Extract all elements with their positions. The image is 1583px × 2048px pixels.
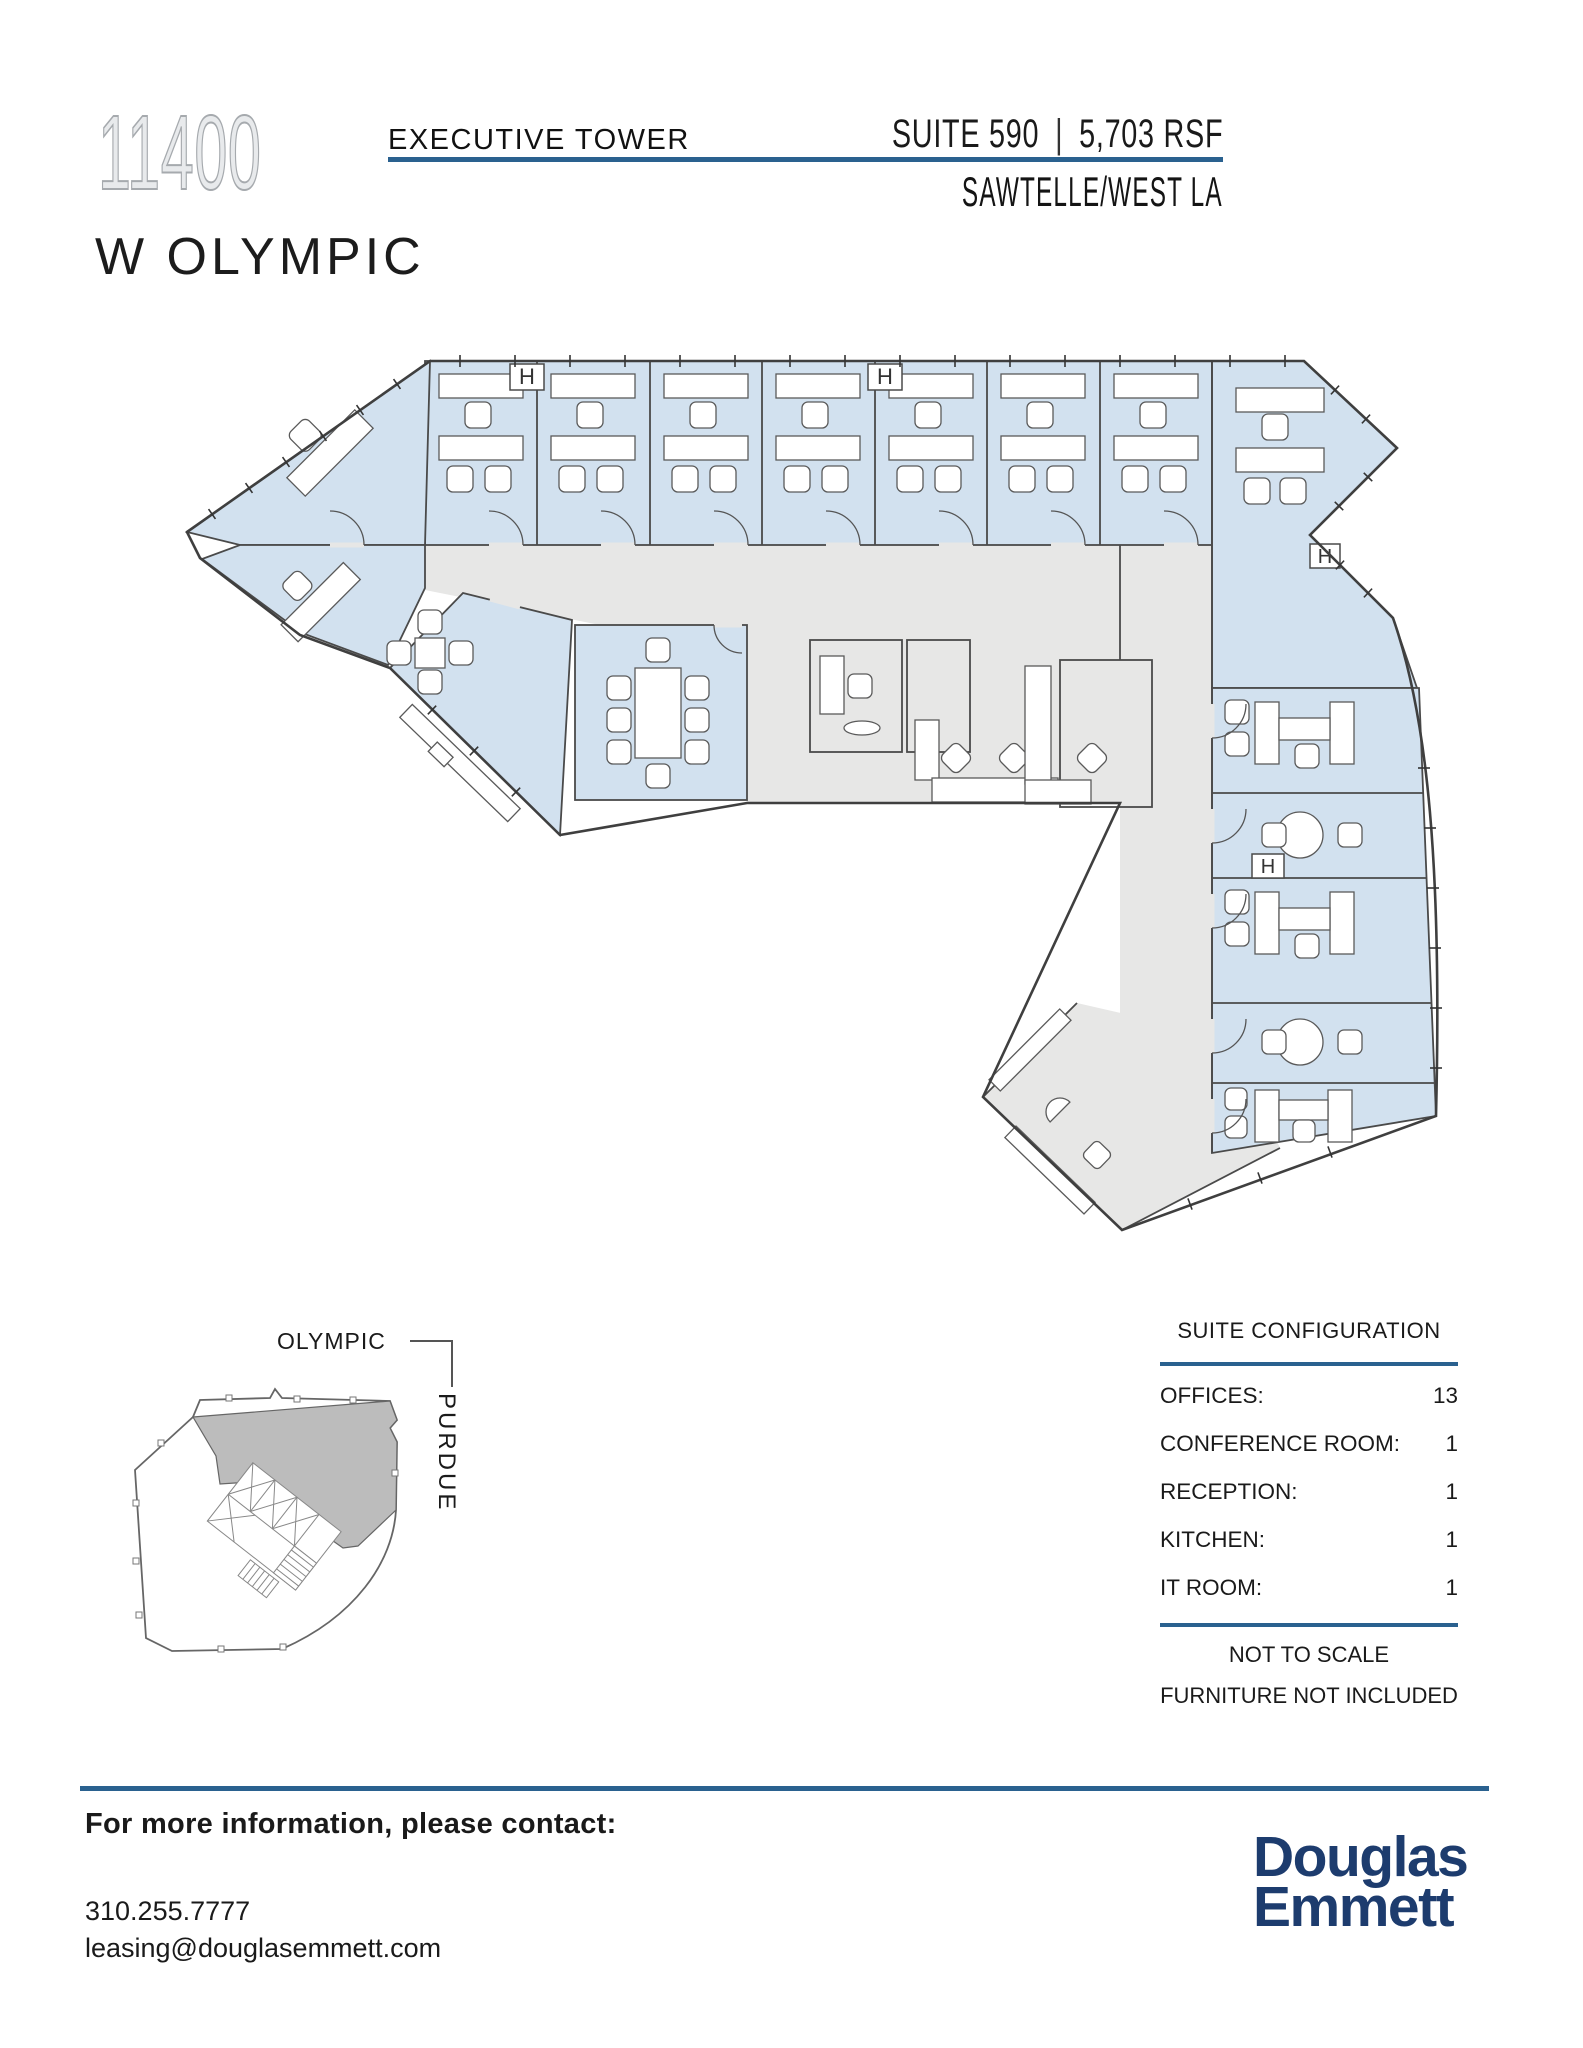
floor-plan: H H H H xyxy=(184,355,1442,1232)
key-plan-core xyxy=(206,1462,342,1591)
config-label: RECEPTION: xyxy=(1160,1479,1298,1504)
building-number: 11400 xyxy=(97,94,262,212)
suite-configuration-title: SUITE CONFIGURATION xyxy=(1177,1318,1441,1343)
config-row-offices: OFFICES: 13 xyxy=(1160,1383,1458,1408)
key-plan xyxy=(132,1387,399,1653)
key-plan-ticks xyxy=(132,1394,399,1653)
config-row-reception: RECEPTION: 1 xyxy=(1160,1479,1458,1504)
reception xyxy=(1059,659,1153,808)
area-label: 5,703 RSF xyxy=(1078,112,1223,156)
svg-text:H: H xyxy=(877,364,893,389)
contact-heading: For more information, please contact: xyxy=(85,1808,617,1840)
street-name: W OLYMPIC xyxy=(95,228,425,286)
config-value: 13 xyxy=(1432,1383,1458,1408)
building-name: EXECUTIVE TOWER xyxy=(388,124,690,156)
divider: | xyxy=(1054,112,1064,156)
logo-line-2: Emmett xyxy=(1253,1875,1455,1939)
config-row-conference: CONFERENCE ROOM: 1 xyxy=(1160,1431,1458,1456)
key-plan-suite-highlight xyxy=(191,1400,398,1549)
config-label: OFFICES: xyxy=(1160,1383,1264,1408)
it-room xyxy=(809,639,903,753)
config-value: 1 xyxy=(1445,1575,1458,1600)
logo-line-1: Douglas xyxy=(1253,1825,1469,1889)
key-plan-stair xyxy=(237,1559,280,1599)
config-rule-top xyxy=(1160,1362,1458,1366)
key-plan-leader-line xyxy=(410,1340,453,1387)
key-plan-street-olympic: OLYMPIC xyxy=(277,1328,386,1354)
svg-text:H: H xyxy=(1261,856,1275,878)
note-furniture: FURNITURE NOT INCLUDED xyxy=(1160,1683,1458,1708)
furniture xyxy=(280,373,1363,1215)
config-label: IT ROOM: xyxy=(1160,1575,1263,1600)
doors xyxy=(329,510,1247,1134)
window-ticks xyxy=(207,355,1442,1210)
contact-phone: 310.255.7777 xyxy=(85,1896,251,1926)
key-plan-street-purdue: PURDUE xyxy=(433,1393,460,1513)
config-label: KITCHEN: xyxy=(1160,1527,1266,1552)
config-rule-bottom xyxy=(1160,1623,1458,1627)
contact-email[interactable]: leasing@douglasemmett.com xyxy=(85,1933,442,1963)
suite-and-area: SUITE 590 | 5,703 RSF xyxy=(892,112,1223,157)
config-label: CONFERENCE ROOM: xyxy=(1160,1431,1401,1456)
submarket-label: SAWTELLE/WEST LA xyxy=(962,168,1223,215)
config-value: 1 xyxy=(1445,1479,1458,1504)
config-value: 1 xyxy=(1445,1431,1458,1456)
corridor-area xyxy=(425,545,1280,1230)
config-value: 1 xyxy=(1445,1527,1458,1552)
note-not-to-scale: NOT TO SCALE xyxy=(1228,1642,1390,1667)
column-symbols: H H H H xyxy=(509,363,1341,879)
footer-rule xyxy=(80,1786,1489,1791)
config-row-kitchen: KITCHEN: 1 xyxy=(1160,1527,1458,1552)
svg-text:H: H xyxy=(1318,546,1332,568)
config-row-it: IT ROOM: 1 xyxy=(1160,1575,1458,1600)
svg-text:H: H xyxy=(519,364,535,389)
suite-label: SUITE 590 xyxy=(891,112,1039,156)
suite-configuration: SUITE CONFIGURATION OFFICES: 13 CONFEREN… xyxy=(1160,1318,1458,1709)
exterior-wall xyxy=(185,359,1439,1232)
header-rule xyxy=(388,157,1223,162)
douglas-emmett-logo: Douglas Emmett xyxy=(1253,1825,1469,1939)
corner-office xyxy=(184,359,431,546)
